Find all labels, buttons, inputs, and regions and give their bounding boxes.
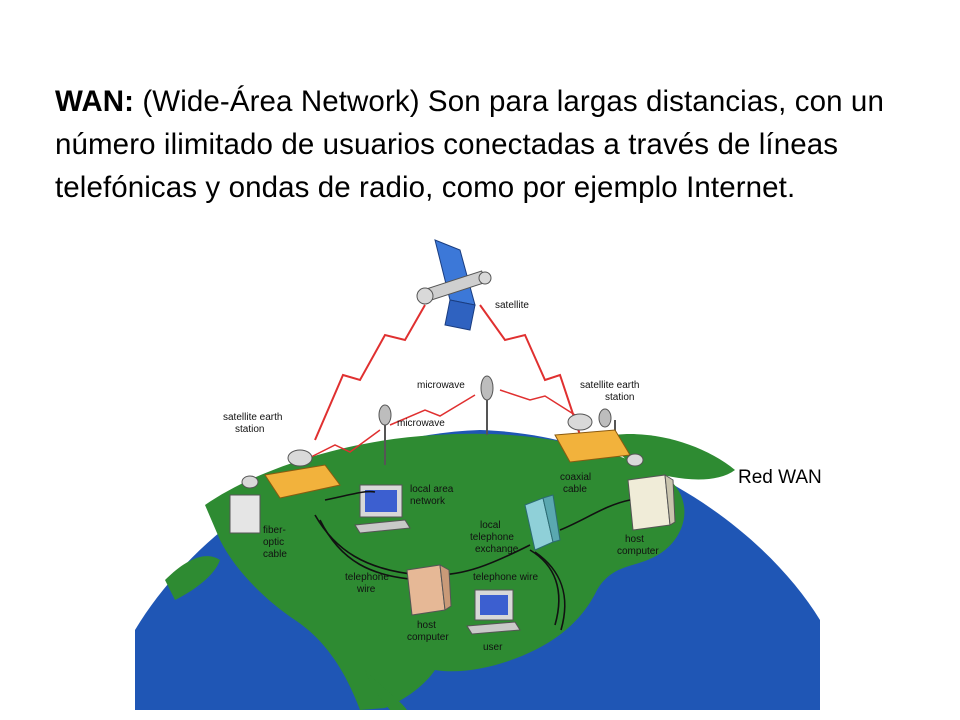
label-fiber-3: cable — [263, 549, 287, 560]
satellite-icon — [416, 239, 492, 331]
microwave-signals — [304, 389, 576, 461]
earth-station-left-icon — [229, 449, 341, 534]
satellite-signal-left — [314, 304, 426, 441]
label-earth-station-left-1: satellite earth — [223, 412, 282, 423]
wan-term: WAN: — [55, 85, 135, 118]
label-telwire-left-2: wire — [356, 584, 376, 595]
label-host-center-2: computer — [407, 632, 449, 643]
satellite-signal-right — [479, 304, 581, 436]
label-lan-2: network — [410, 496, 446, 507]
label-exchange-3: exchange — [475, 544, 519, 555]
label-host-right-2: computer — [617, 546, 659, 557]
wan-definition: (Wide-Área Network) Son para largas dist… — [55, 85, 884, 204]
label-earth-station-left-2: station — [235, 424, 264, 435]
label-microwave-left: microwave — [397, 418, 445, 429]
label-satellite: satellite — [495, 300, 529, 311]
label-lan-1: local area — [410, 484, 454, 495]
host-computer-right-icon — [627, 474, 676, 531]
telephone-exchange-icon — [524, 494, 561, 551]
wan-network-diagram: satellite microwave microwave satellite … — [135, 239, 820, 710]
land-mexico — [365, 670, 407, 710]
label-coaxial-2: cable — [563, 484, 587, 495]
earth-station-right-icon — [554, 413, 644, 467]
diagram-caption: Red WAN — [738, 467, 822, 488]
lan-computer-icon — [354, 484, 411, 534]
land-west-coast — [165, 556, 220, 600]
label-host-right-1: host — [625, 534, 644, 545]
user-computer-icon — [466, 589, 521, 635]
label-user: user — [483, 642, 503, 653]
land-greenland — [614, 434, 735, 480]
label-exchange-2: telephone — [470, 532, 514, 543]
host-computer-center-icon — [406, 564, 452, 616]
label-fiber-2: optic — [263, 537, 284, 548]
label-earth-station-right-1: satellite earth — [580, 380, 639, 391]
label-exchange-1: local — [480, 520, 501, 531]
label-host-center-1: host — [417, 620, 436, 631]
label-fiber-1: fiber- — [263, 525, 286, 536]
label-coaxial-1: coaxial — [560, 472, 591, 483]
label-telwire-right: telephone wire — [473, 572, 538, 583]
label-microwave-top: microwave — [417, 380, 465, 391]
label-telwire-left-1: telephone — [345, 572, 389, 583]
label-earth-station-right-2: station — [605, 392, 634, 403]
slide-body-text: WAN: (Wide-Área Network) Son para largas… — [55, 80, 935, 209]
